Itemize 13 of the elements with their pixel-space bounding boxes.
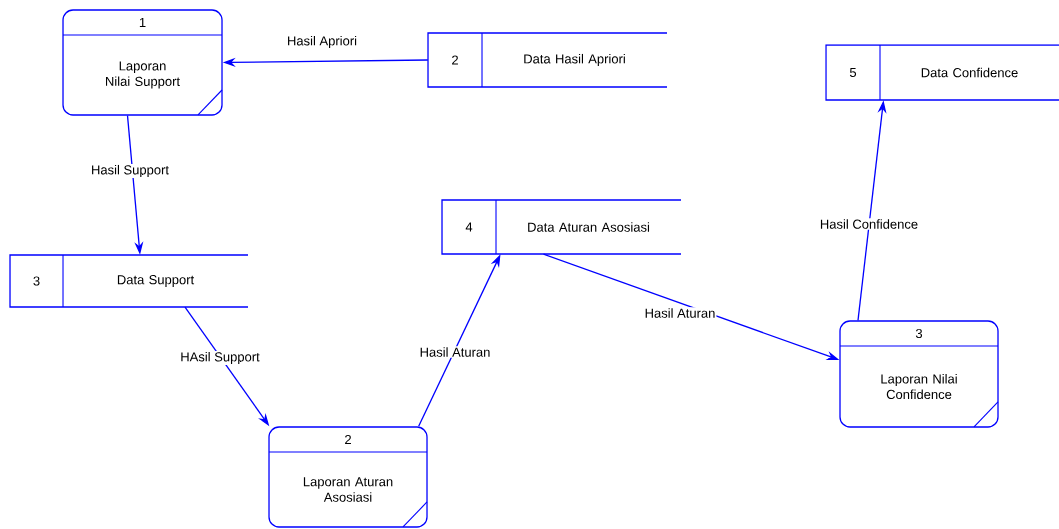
process-box: 2 Laporan Aturan Asosiasi — [268, 426, 428, 528]
data-store: 2 Data Hasil Apriori — [427, 32, 668, 88]
data-store: 5 Data Confidence — [825, 44, 1059, 101]
edge-label: HAsil Support — [179, 350, 261, 366]
data-store: 3 Data Support — [9, 254, 249, 308]
edge-label: Hasil Confidence — [818, 218, 920, 230]
edge-label: Hasil Aturan — [643, 307, 717, 319]
edge-label: Hasil Aturan — [418, 346, 492, 358]
edge-label: Hasil Support — [90, 163, 171, 179]
process-box: 3 Laporan Nilai Confidence — [839, 320, 999, 428]
data-store: 4 Data Aturan Asosiasi — [441, 199, 682, 255]
edge-label: Hasil Apriori — [285, 34, 359, 50]
process-box: 1 Laporan Nilai Support — [62, 9, 223, 116]
